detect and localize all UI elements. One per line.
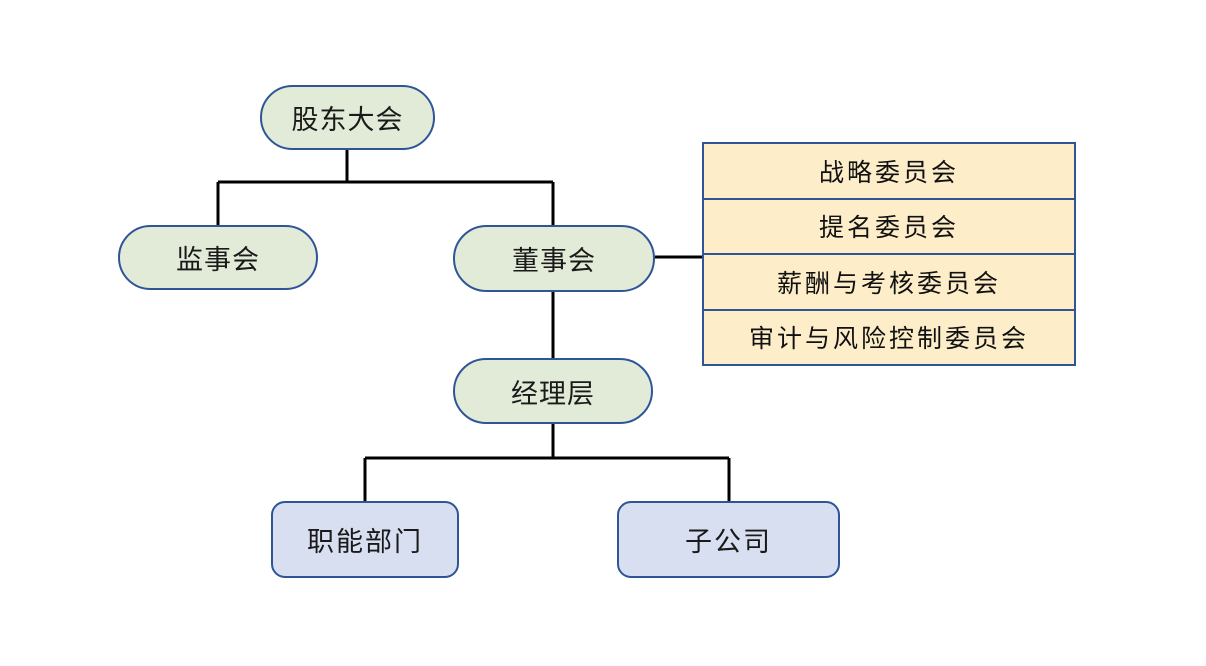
- node-supervisory-board-label: 监事会: [176, 245, 260, 275]
- node-supervisory-board[interactable]: 监事会: [118, 225, 318, 290]
- committee-table: 战略委员会 提名委员会 薪酬与考核委员会 审计与风险控制委员会: [702, 142, 1076, 366]
- node-management-layer[interactable]: 经理层: [453, 358, 653, 424]
- committee-row-audit-risk-control[interactable]: 审计与风险控制委员会: [704, 311, 1074, 365]
- node-shareholders-meeting[interactable]: 股东大会: [260, 85, 435, 150]
- committee-row-nomination[interactable]: 提名委员会: [704, 200, 1074, 255]
- node-board-of-directors-label: 董事会: [512, 246, 596, 276]
- committee-row-strategy-label: 战略委员会: [818, 159, 959, 187]
- node-shareholders-meeting-label: 股东大会: [291, 105, 404, 135]
- committee-row-audit-risk-control-label: 审计与风险控制委员会: [748, 326, 1029, 354]
- committee-row-remuneration-appraisal[interactable]: 薪酬与考核委员会: [704, 255, 1074, 311]
- node-functional-departments[interactable]: 职能部门: [271, 501, 459, 578]
- committee-row-strategy[interactable]: 战略委员会: [704, 144, 1074, 200]
- node-functional-departments-label: 职能部门: [307, 527, 423, 557]
- committee-row-nomination-label: 提名委员会: [818, 215, 959, 243]
- node-management-layer-label: 经理层: [511, 378, 595, 409]
- node-board-of-directors[interactable]: 董事会: [453, 225, 655, 292]
- node-subsidiaries-label: 子公司: [685, 527, 772, 557]
- node-subsidiaries[interactable]: 子公司: [617, 501, 840, 578]
- committee-row-remuneration-appraisal-label: 薪酬与考核委员会: [776, 270, 1001, 298]
